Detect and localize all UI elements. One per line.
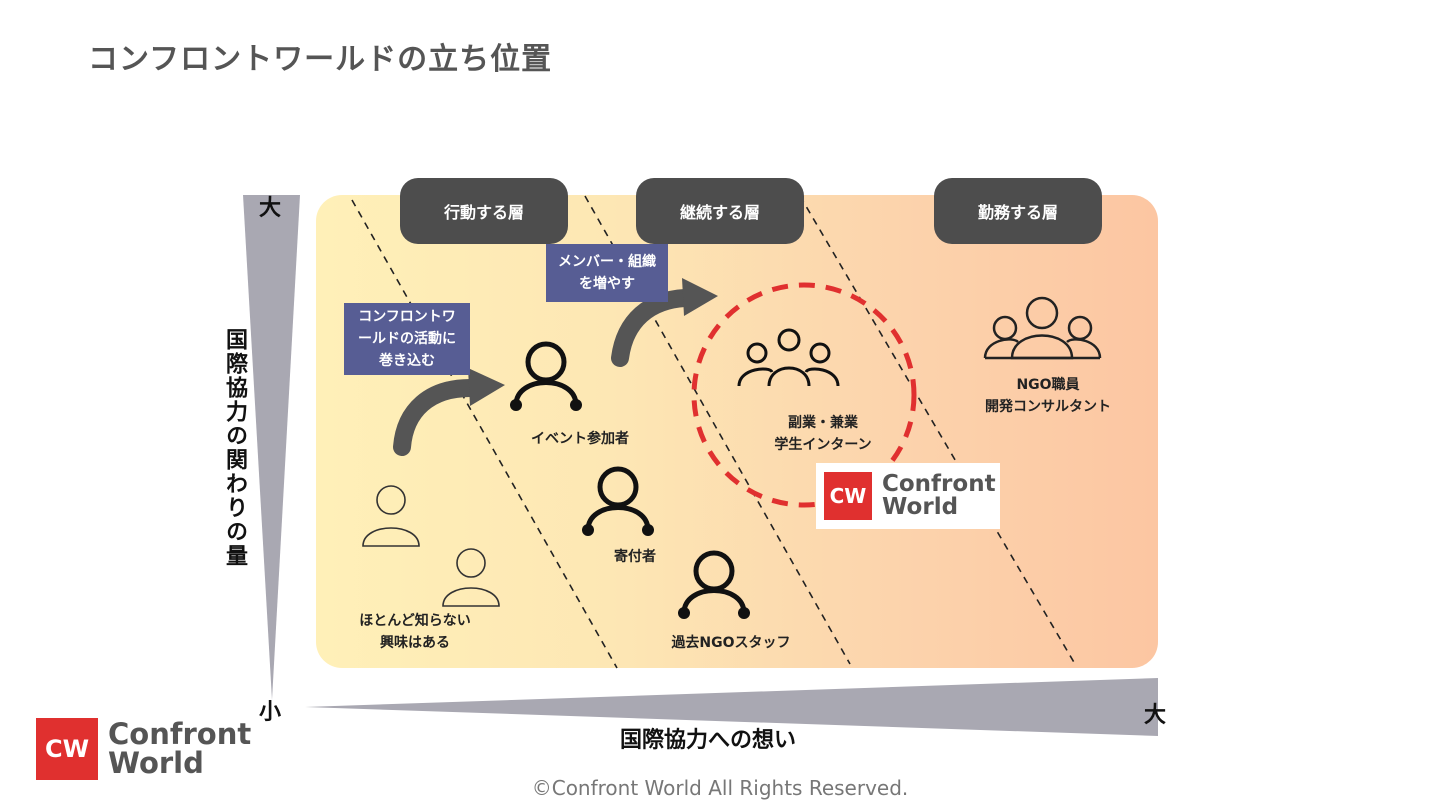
person-node-icon xyxy=(681,550,747,614)
person-outline-icon xyxy=(442,548,500,607)
persona-alumni-label: 過去NGOスタッフ xyxy=(671,635,791,651)
persona-side-label: 副業・兼業 学生インターン xyxy=(748,412,898,456)
x-axis-label: 国際協力への想い xyxy=(620,728,797,753)
highlight-ring xyxy=(691,282,917,508)
persona-unaware-line1: ほとんど知らない xyxy=(359,613,471,629)
person-node-icon xyxy=(513,341,579,406)
persona-pro-line1: NGO職員 xyxy=(1016,377,1080,393)
page-title: コンフロントワールドの立ち位置 xyxy=(88,42,553,77)
person-outline-icon xyxy=(362,485,420,547)
arrow-grow xyxy=(611,289,694,367)
persona-pro-line2: 開発コンサルタント xyxy=(985,399,1111,415)
corner-logo-mark: CW xyxy=(36,718,98,780)
arrow-involve xyxy=(393,379,479,456)
arrow-involve-head xyxy=(468,368,505,406)
callout-grow-line2: を増やす xyxy=(579,276,635,292)
arrow-grow-head xyxy=(682,278,718,316)
callout-involve-line1: コンフロントワ xyxy=(358,309,456,325)
y-axis-wedge xyxy=(243,195,300,700)
callout-grow-line1: メンバー・組織 xyxy=(558,254,656,270)
center-logo: CW Confront World xyxy=(816,463,1000,529)
corner-logo: CW Confront World xyxy=(36,716,256,782)
logo-text: Confront World xyxy=(882,473,996,519)
logo-line2: World xyxy=(882,494,959,520)
callout-involve-line3: 巻き込む xyxy=(379,353,435,369)
x-axis-high: 大 xyxy=(1144,703,1167,728)
corner-logo-text: Confront World xyxy=(108,720,251,778)
persona-unaware-line2: 興味はある xyxy=(380,635,450,651)
layer-continue: 継続する層 xyxy=(636,178,804,244)
corner-logo-mark-text: CW xyxy=(44,735,90,763)
layer-action: 行動する層 xyxy=(400,178,568,244)
group-icon xyxy=(737,328,840,387)
y-axis-label: 国際協力の関わりの量 xyxy=(222,328,247,568)
persona-pro-label: NGO職員 開発コンサルタント xyxy=(968,374,1128,418)
logo-line1: Confront xyxy=(882,471,996,497)
persona-event-label: イベント参加者 xyxy=(531,431,629,447)
callout-involve-line2: ールドの活動に xyxy=(358,331,456,347)
persona-donor-label: 寄付者 xyxy=(614,549,656,565)
person-node-icon xyxy=(585,466,651,531)
callout-grow: メンバー・組織 を増やす xyxy=(546,244,668,302)
diagram-panel xyxy=(316,195,1158,668)
y-axis-low: 小 xyxy=(259,700,282,725)
corner-logo-line1: Confront xyxy=(108,717,252,751)
y-axis-high: 大 xyxy=(259,196,282,221)
divider-2 xyxy=(584,195,851,665)
copyright-footer: ©Confront World All Rights Reserved. xyxy=(531,776,909,800)
group-icon xyxy=(983,296,1102,360)
persona-unaware-label: ほとんど知らない 興味はある xyxy=(340,610,490,654)
logo-mark-text: CW xyxy=(829,484,867,508)
callout-involve: コンフロントワ ールドの活動に 巻き込む xyxy=(344,303,470,375)
divider-1 xyxy=(351,199,618,669)
persona-side-line1: 副業・兼業 xyxy=(788,415,858,431)
corner-logo-line2: World xyxy=(108,746,204,780)
persona-side-line2: 学生インターン xyxy=(774,437,872,453)
layer-work: 勤務する層 xyxy=(934,178,1102,244)
logo-mark: CW xyxy=(824,472,872,520)
x-axis-wedge xyxy=(305,678,1158,736)
